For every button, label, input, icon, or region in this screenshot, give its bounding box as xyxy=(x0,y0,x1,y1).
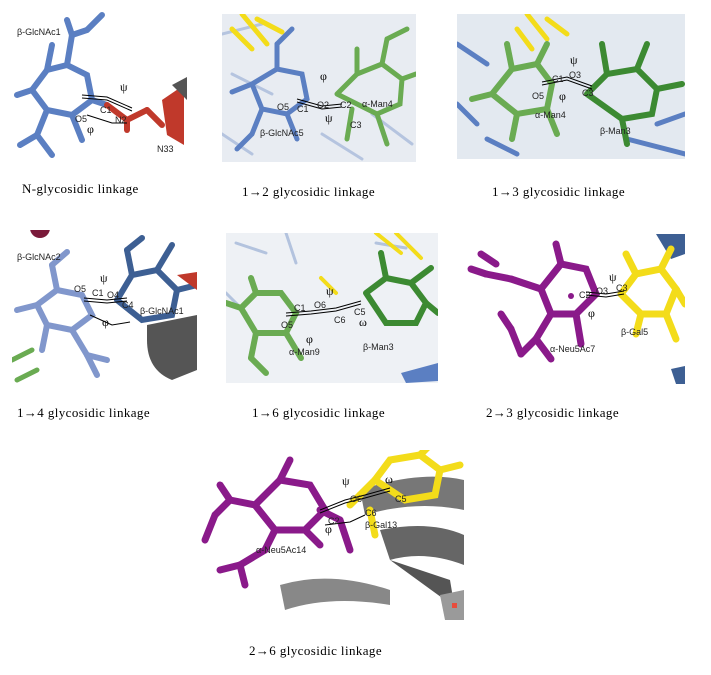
label-residue-2: β-Gal13 xyxy=(365,520,397,530)
atom-label: C3 xyxy=(616,283,628,293)
phi-angle-label: φ xyxy=(559,89,566,103)
label-residue-1: α-Neu5Ac14 xyxy=(256,545,306,555)
n-glycosidic-structure: β-GlcNAc1 N33 O5 C1 N2 ψ φ xyxy=(14,12,187,158)
caption-1-2-glycosidic: 1→2 glycosidic linkage xyxy=(242,184,375,199)
label-residue-2: N33 xyxy=(157,144,174,154)
atom-label: C5 xyxy=(395,494,407,504)
atom-label: C1 xyxy=(92,288,104,298)
atom-label: C6 xyxy=(334,315,346,325)
omega-angle-label: ω xyxy=(359,315,367,329)
atom-label: C1 xyxy=(294,303,306,313)
atom-label: O5 xyxy=(75,114,87,124)
panel-1-2-glycosidic: α-Man4 β-GlcNAc5 O5 C1 O2 C2 C3 φ ψ xyxy=(222,14,416,162)
label-residue-2: β-Gal5 xyxy=(621,327,648,337)
atom-label: C1 xyxy=(552,74,564,84)
caption-1-3-glycosidic: 1→3 glycosidic linkage xyxy=(492,184,625,199)
label-residue-2: β-GlcNAc5 xyxy=(260,128,304,138)
atom-label: O6 xyxy=(314,300,326,310)
label-residue-2: β-Man3 xyxy=(600,126,631,136)
2-6-glycosidic-structure: α-Neu5Ac14 β-Gal13 O6 C6 C5 C2 ψ ω φ xyxy=(190,450,464,620)
label-residue-1: α-Neu5Ac7 xyxy=(550,344,595,354)
label-residue-1: β-GlcNAc1 xyxy=(17,27,61,37)
psi-angle-label: ψ xyxy=(326,284,334,298)
atom-label: O4 xyxy=(107,290,119,300)
atom-label: O2 xyxy=(317,100,329,110)
caption-1-6-glycosidic: 1→6 glycosidic linkage xyxy=(252,405,385,420)
psi-angle-label: ψ xyxy=(570,53,578,67)
label-residue-1: α-Man4 xyxy=(535,110,566,120)
psi-angle-label: ψ xyxy=(609,270,617,284)
atom-label: C3 xyxy=(350,120,362,130)
atom-label: C6 xyxy=(365,508,377,518)
label-residue-1: α-Man9 xyxy=(289,347,320,357)
atom-label: C3 xyxy=(582,88,594,98)
atom-label: C1 xyxy=(297,104,309,114)
1-6-glycosidic-structure: α-Man9 β-Man3 O5 C1 O6 C6 C5 ψ φ ω xyxy=(226,233,438,383)
panel-1-4-glycosidic: β-GlcNAc2 β-GlcNAc1 O5 C1 O4 C4 ψ φ xyxy=(12,230,197,388)
2-3-glycosidic-structure: α-Neu5Ac7 β-Gal5 C2 O3 C3 ψ φ xyxy=(467,234,685,384)
atom-label: O5 xyxy=(532,91,544,101)
phi-angle-label: φ xyxy=(320,69,327,83)
atom-label: N2 xyxy=(115,115,127,125)
caption-1-4-glycosidic: 1→4 glycosidic linkage xyxy=(17,405,150,420)
1-4-glycosidic-structure: β-GlcNAc2 β-GlcNAc1 O5 C1 O4 C4 ψ φ xyxy=(12,230,197,383)
atom-label: C1 xyxy=(100,105,112,115)
atom-label: O5 xyxy=(281,320,293,330)
panel-1-3-glycosidic: α-Man4 β-Man3 O5 C1 O3 C3 ψ φ xyxy=(457,14,685,159)
panel-2-6-glycosidic: α-Neu5Ac14 β-Gal13 O6 C6 C5 C2 ψ ω φ xyxy=(190,450,464,620)
omega-angle-label: ω xyxy=(385,472,393,486)
phi-angle-label: φ xyxy=(588,306,595,320)
label-residue-2: β-Man3 xyxy=(363,342,394,352)
phi-angle-label: φ xyxy=(306,332,313,346)
caption-n-glycosidic: N-glycosidic linkage xyxy=(22,181,139,196)
phi-angle-label: φ xyxy=(325,522,332,536)
atom-label: O5 xyxy=(74,284,86,294)
phi-angle-label: φ xyxy=(87,122,94,136)
atom-label: C5 xyxy=(354,307,366,317)
phi-angle-label: φ xyxy=(102,315,109,329)
1-3-glycosidic-structure: α-Man4 β-Man3 O5 C1 O3 C3 ψ φ xyxy=(457,14,685,159)
atom-label: C2 xyxy=(579,290,591,300)
atom-label: C2 xyxy=(328,516,340,526)
atom-label: C2 xyxy=(340,100,352,110)
atom-label: O6 xyxy=(350,494,362,504)
atom-label: O5 xyxy=(277,102,289,112)
psi-angle-label: ψ xyxy=(120,80,128,94)
label-residue-1: β-GlcNAc2 xyxy=(17,252,61,262)
panel-n-glycosidic: β-GlcNAc1 N33 O5 C1 N2 ψ φ xyxy=(12,5,187,163)
1-2-glycosidic-structure: α-Man4 β-GlcNAc5 O5 C1 O2 C2 C3 φ ψ xyxy=(222,14,416,162)
atom-label: C4 xyxy=(122,300,134,310)
panel-2-3-glycosidic: α-Neu5Ac7 β-Gal5 C2 O3 C3 ψ φ xyxy=(466,234,685,384)
atom-label: O3 xyxy=(596,286,608,296)
atom-label: O3 xyxy=(569,70,581,80)
psi-angle-label: ψ xyxy=(100,271,108,285)
label-residue-2: β-GlcNAc1 xyxy=(140,306,184,316)
label-residue-1: α-Man4 xyxy=(362,99,393,109)
psi-angle-label: ψ xyxy=(325,111,333,125)
panel-1-6-glycosidic: α-Man9 β-Man3 O5 C1 O6 C6 C5 ψ φ ω xyxy=(226,233,438,383)
psi-angle-label: ψ xyxy=(342,474,350,488)
caption-2-3-glycosidic: 2→3 glycosidic linkage xyxy=(486,405,619,420)
caption-2-6-glycosidic: 2→6 glycosidic linkage xyxy=(249,643,382,658)
